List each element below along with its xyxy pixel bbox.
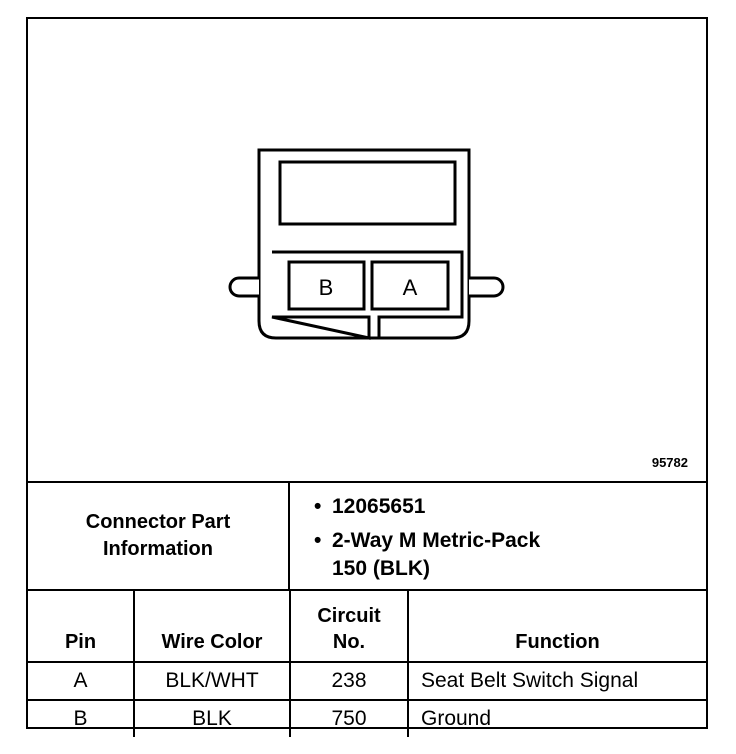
connector-diagram: B A [228,148,505,340]
cell-wire-color: BLK/WHT [133,661,291,701]
part-number-item: • 12065651 [314,493,706,521]
cell-pin: B [28,699,135,737]
left-latch [228,276,259,298]
cavity-a [370,260,450,311]
header-circuit: Circuit No. [289,589,409,663]
connector-type-line: 150 (BLK) [332,557,431,580]
cell-circuit: 238 [289,661,409,701]
cell-circuit: 750 [289,699,409,737]
part-number: 12065651 [332,495,426,518]
pin-table-header: Pin Wire Color Circuit No. Function [28,589,706,663]
cell-function: Ground [407,699,706,737]
diagram-reference-number: 95782 [651,455,688,470]
pin-table: Pin Wire Color Circuit No. Function A BL… [28,589,706,737]
connector-info-label-line: Information [103,538,213,560]
connector-type-line: 2-Way M Metric-Pack [332,529,541,552]
table-row: A BLK/WHT 238 Seat Belt Switch Signal [28,661,706,701]
connector-info-row: Connector Part Information • 12065651 • … [28,481,706,589]
housing-window [278,160,457,226]
header-wire-color: Wire Color [133,589,291,663]
cell-pin: A [28,661,135,701]
connector-info-label: Connector Part Information [28,483,290,589]
connector-info-label-line: Connector Part [85,511,231,533]
header-circuit-line: No. [332,631,366,653]
cavity-b-label: B [319,275,334,300]
bullet-icon: • [314,495,322,518]
connector-frame: B A 95782 Connector Part Information • 1… [26,17,708,737]
bullet-icon: • [314,529,322,552]
terminal-area [271,250,464,340]
header-pin: Pin [28,589,135,663]
header-circuit-line: Circuit [317,605,381,627]
right-latch [469,276,505,298]
cavity-b [287,260,366,311]
header-function: Function [407,589,706,663]
cell-function: Seat Belt Switch Signal [407,661,706,701]
connector-type-item: • 2-Way M Metric-Pack 150 (BLK) [314,527,706,583]
cavity-a-label: A [403,275,418,300]
table-row: B BLK 750 Ground [28,699,706,737]
connector-info-values: • 12065651 • 2-Way M Metric-Pack 150 (BL… [290,483,706,589]
cell-wire-color: BLK [133,699,291,737]
